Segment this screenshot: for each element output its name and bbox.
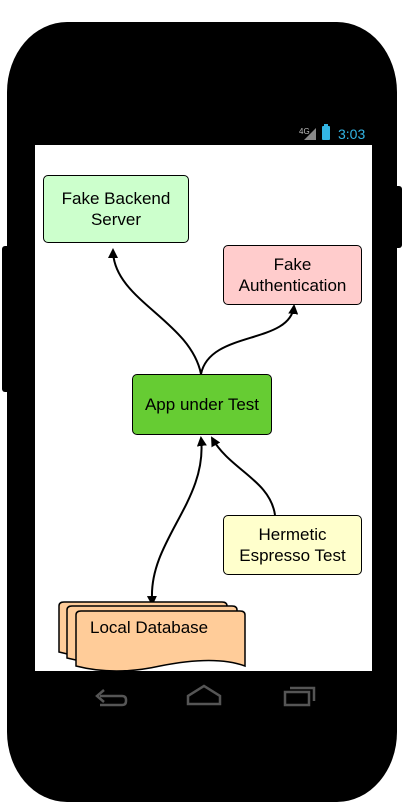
hermetic-espresso-test-label: Hermetic Espresso Test	[239, 525, 346, 565]
back-icon[interactable]	[95, 689, 128, 707]
edge-app-to-backend	[108, 248, 202, 375]
fake-backend-server-node: Fake Backend Server	[43, 175, 189, 243]
edge-app-to-auth	[200, 304, 299, 375]
home-icon[interactable]	[186, 684, 222, 706]
app-under-test-node: App under Test	[132, 374, 272, 435]
battery-icon	[322, 124, 330, 140]
hermetic-espresso-test-node: Hermetic Espresso Test	[223, 515, 362, 575]
status-time: 3:03	[338, 126, 365, 142]
edge-app-database	[146, 436, 207, 606]
edge-test-to-app	[211, 436, 276, 516]
network-type-label: 4G	[299, 127, 310, 136]
recents-icon[interactable]	[283, 686, 316, 707]
fake-authentication-node: Fake Authentication	[223, 245, 362, 305]
app-under-test-label: App under Test	[144, 395, 260, 414]
local-database-label: Local Database	[90, 618, 209, 637]
local-database-node	[58, 601, 246, 672]
signal-icon: 4G	[299, 127, 316, 140]
fake-authentication-label: Fake Authentication	[238, 255, 347, 295]
fake-backend-server-label: Fake Backend Server	[61, 189, 171, 229]
